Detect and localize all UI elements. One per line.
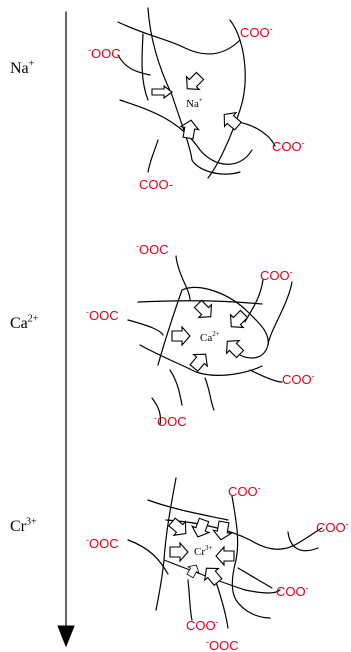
hollow-arrow-icon [168, 517, 187, 537]
carboxylate-group: -OOC [86, 535, 119, 551]
carboxylate-group: COO- [228, 483, 261, 499]
polymer-chain [117, 21, 241, 55]
polymer-chain [244, 279, 264, 323]
hollow-arrow-icon [151, 84, 173, 100]
polymer-chain [237, 121, 276, 147]
hollow-arrow-icon [212, 520, 233, 541]
hollow-arrow-icon [185, 71, 205, 91]
polymer-chain [141, 33, 149, 101]
carboxylate-group: COO- [282, 371, 315, 387]
hollow-arrow-icon [229, 309, 249, 329]
ion-label-ca-charge: 2+ [27, 313, 39, 325]
ion-label-cr-charge: 3+ [26, 516, 37, 528]
polymer-chain [139, 344, 263, 376]
polymer-chain [237, 567, 273, 589]
polymer-chain [157, 286, 269, 366]
hollow-arrow-icon [203, 567, 223, 586]
polymer-chain [249, 369, 283, 383]
hollow-arrow-icon [179, 119, 200, 140]
ion-label-ca-base: Ca [10, 315, 28, 332]
ion-label-ca: Ca2+ [10, 313, 39, 333]
na-complex: Na+ -OOC COO- COO- COO- [88, 7, 305, 192]
polymer-chain [137, 300, 263, 305]
polymer-chain [151, 397, 162, 426]
hollow-arrow-icon [189, 353, 209, 372]
polymer-chain [127, 539, 169, 575]
polymer-chain [287, 531, 319, 552]
carboxylate-group: -OOC [136, 241, 169, 257]
na-ion-center-label: Na+ [186, 96, 203, 110]
hollow-arrow-icon [225, 339, 245, 359]
polymer-chain [204, 377, 215, 411]
polymer-chain [169, 369, 183, 406]
carboxylate-group: -OOC [88, 45, 121, 61]
hollow-arrow-icon [186, 564, 200, 579]
ion-label-na-charge: + [28, 58, 35, 70]
ion-label-na: Na+ [10, 58, 35, 78]
polymer-chain [147, 139, 159, 173]
hollow-arrow-icon [169, 541, 189, 563]
ion-label-na-base: Na [10, 60, 29, 77]
polymer-chain [207, 19, 246, 179]
down-arrow-icon [57, 11, 75, 648]
ca-complex: Ca2+ -OOC COO- -OOC COO- -OOC [86, 241, 315, 429]
polymer-chain [147, 7, 241, 175]
carboxylate-group: -OOC [154, 413, 187, 429]
polymer-chain [147, 499, 229, 521]
polymer-chain [187, 579, 193, 621]
cr-complex: Cr3+ COO- COO- -OOC COO- COO- -OOC [86, 477, 349, 652]
carboxylate-group: COO- [186, 617, 219, 633]
polymer-chain [231, 495, 271, 619]
carboxylate-group: COO- [276, 583, 309, 599]
hollow-arrow-icon [171, 325, 191, 347]
polymer-chain [239, 281, 293, 359]
polymer-chain [175, 255, 191, 301]
ca-ion-center-label: Ca2+ [200, 330, 220, 344]
carboxylate-group: COO- [316, 519, 349, 535]
ion-label-cr-base: Cr [10, 518, 26, 535]
hollow-arrow-icon [223, 111, 242, 131]
polymer-chain [165, 519, 323, 550]
carboxylate-group: COO- [240, 24, 273, 40]
carboxylate-group: COO- [272, 138, 305, 154]
carboxylate-group: -OOC [86, 307, 119, 323]
axis-arrowhead [57, 625, 75, 648]
hollow-arrow-icon [193, 299, 213, 319]
polymer-chain [119, 99, 253, 165]
hollow-arrow-icon [215, 545, 235, 567]
carboxylate-group: COO- [260, 267, 293, 283]
cr-ion-center-label: Cr3+ [194, 544, 213, 558]
polymer-chain [163, 559, 281, 594]
polymer-chain [215, 581, 229, 629]
polymer-chain [155, 477, 177, 611]
polymer-chain [127, 319, 164, 336]
polymer-chain [117, 54, 151, 76]
carboxylate-group: COO- [139, 177, 173, 192]
ion-label-cr: Cr3+ [10, 516, 37, 536]
carboxylate-group: -OOC [206, 637, 239, 652]
hollow-arrow-icon [190, 517, 211, 538]
